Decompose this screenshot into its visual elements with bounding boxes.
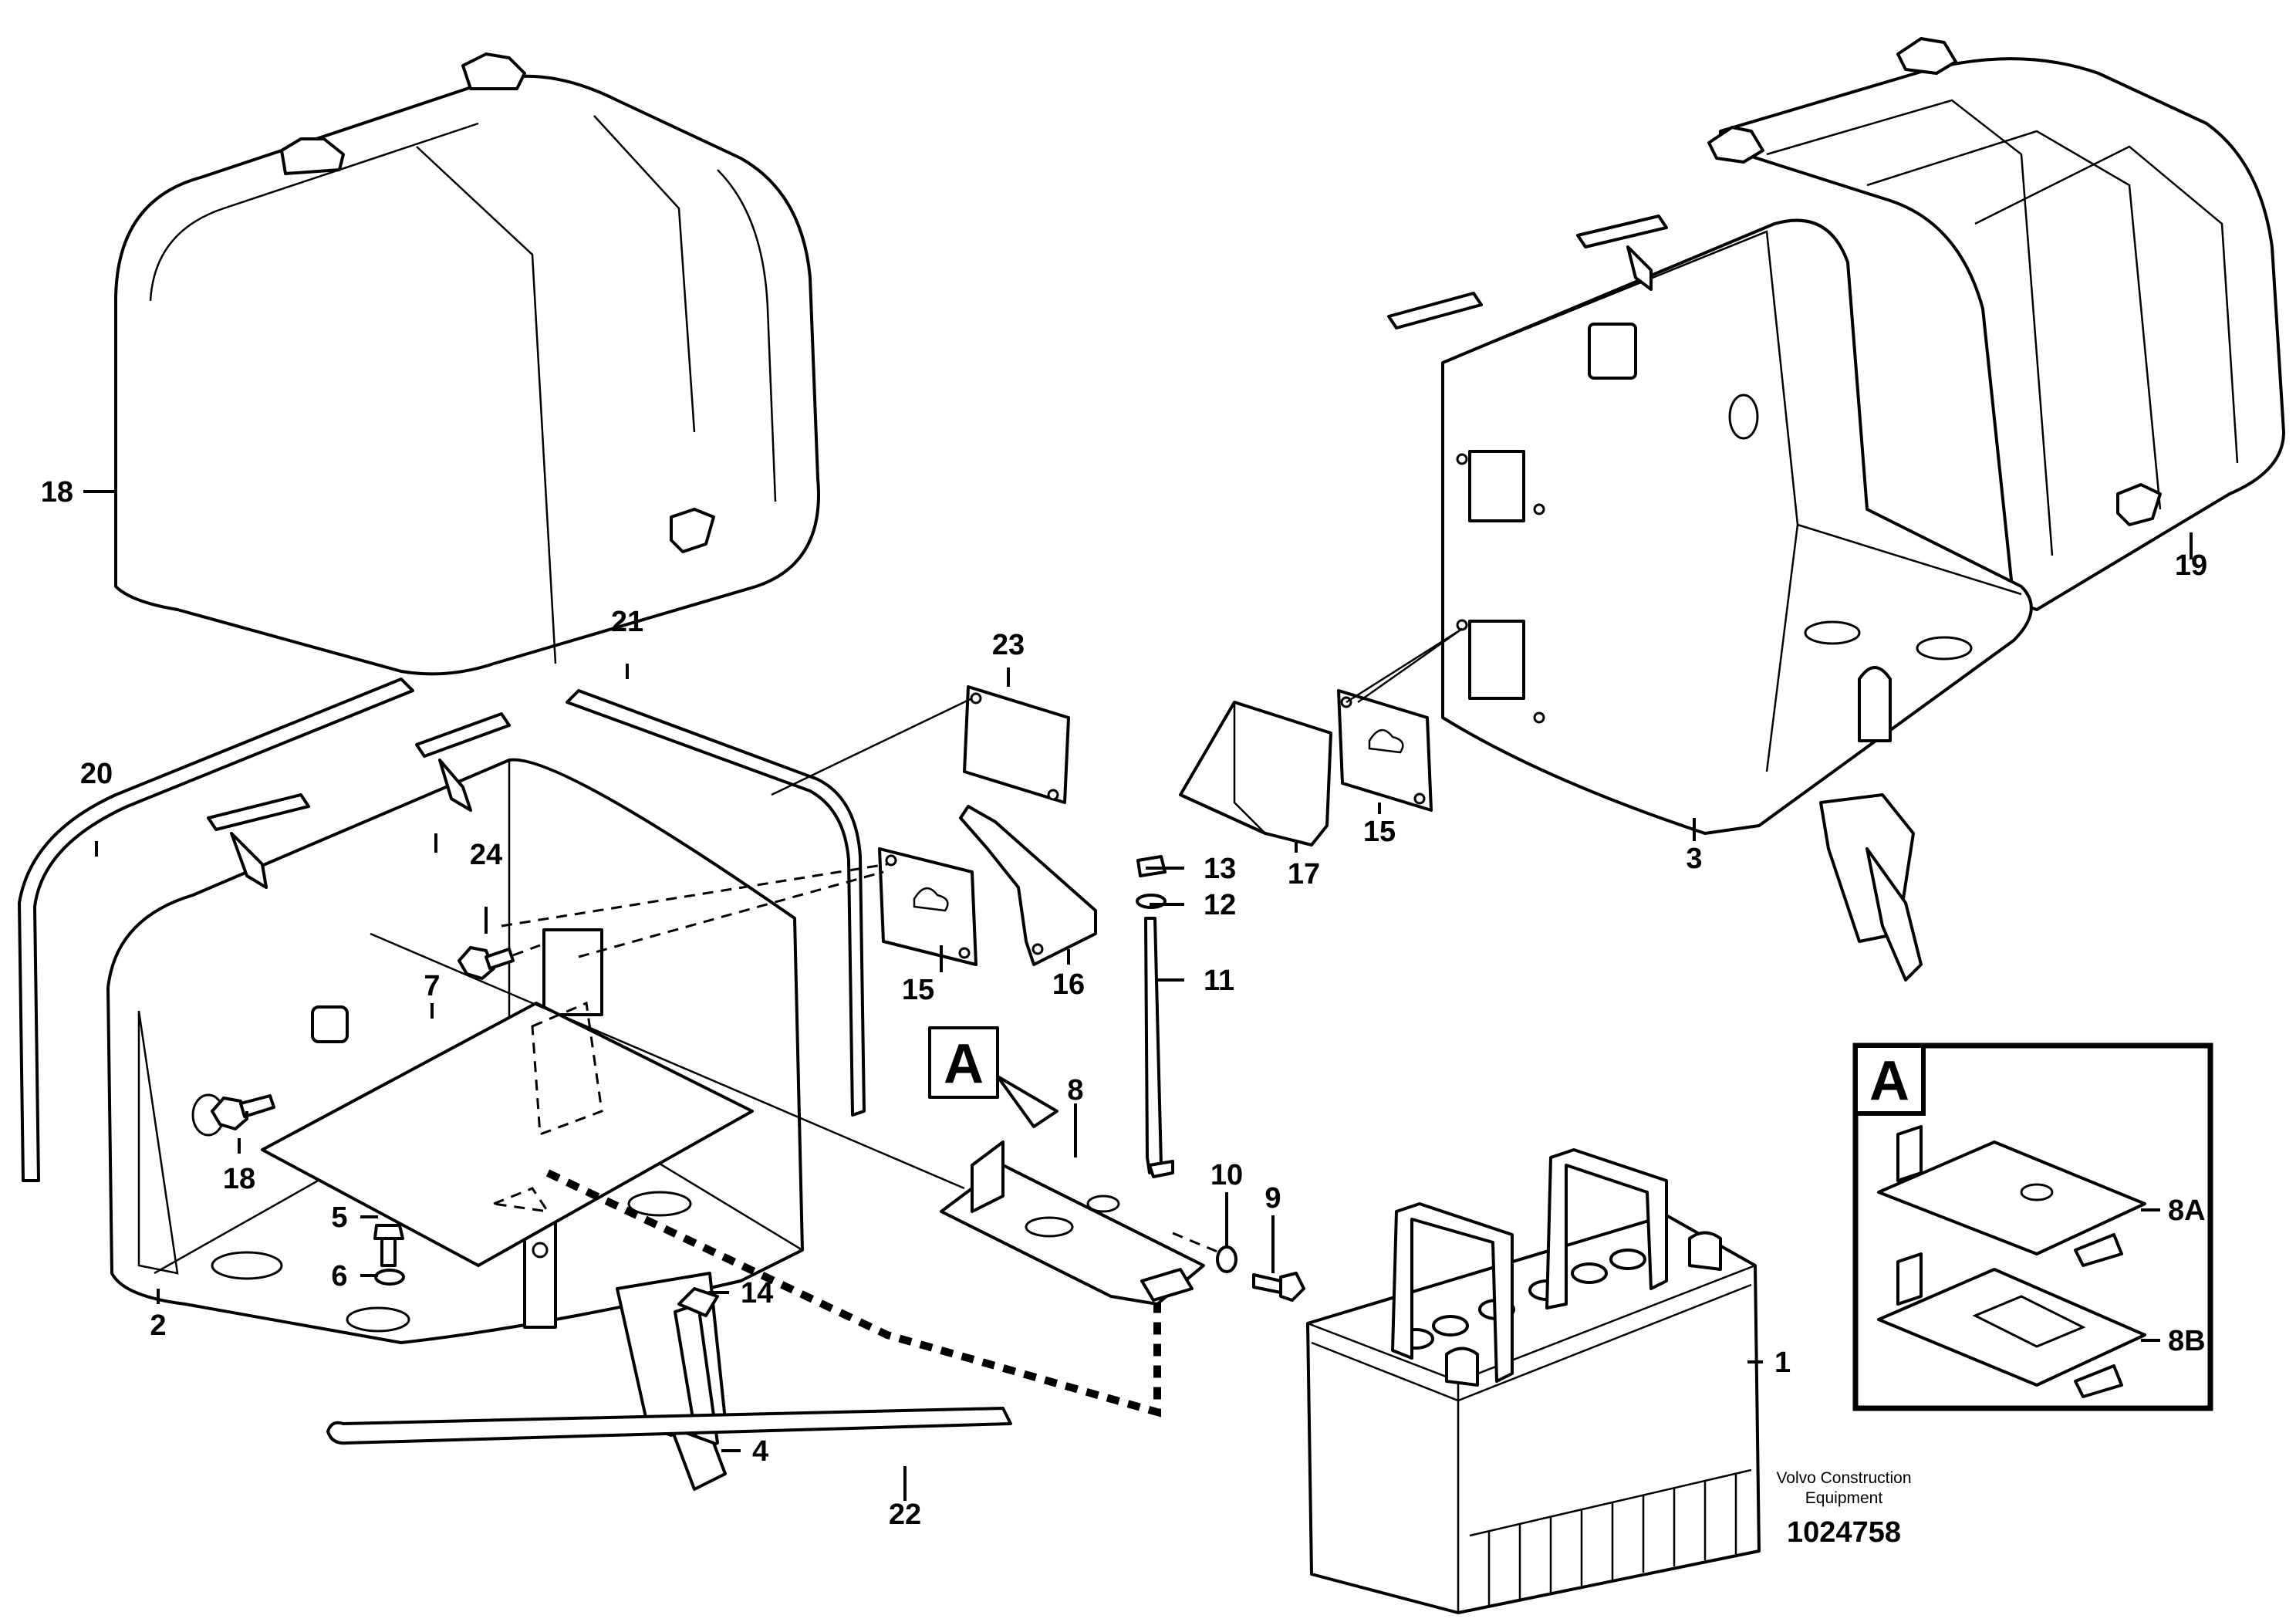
callout-21: 20	[80, 758, 113, 790]
callout-13: 13	[1204, 853, 1236, 885]
callout-20: 19	[2175, 549, 2207, 582]
callout-3: 3	[1686, 843, 1702, 875]
leader-dashed-1	[501, 863, 888, 928]
callout-15-left: 15	[902, 974, 934, 1006]
callout-5: 5	[331, 1201, 347, 1234]
callout-7: 7	[424, 970, 440, 1002]
nut-13	[1136, 855, 1167, 877]
callout-8: 8	[1067, 1074, 1083, 1107]
washer-6	[374, 1269, 405, 1286]
bracket-16	[959, 805, 1097, 966]
callout-19: 18	[41, 476, 73, 509]
callout-2: 2	[150, 1309, 166, 1342]
detail-box-label: A	[1869, 1050, 1909, 1112]
bolt-9	[1172, 1232, 1305, 1302]
plate-24	[963, 685, 1070, 804]
detail-marker-text: A	[944, 1033, 984, 1095]
leader-dashed-2	[578, 870, 884, 958]
callout-8a: 8A	[2168, 1195, 2206, 1227]
wedge-17	[1179, 701, 1332, 846]
cable-dashed	[545, 1169, 1161, 1418]
detail-marker-a: A	[928, 1026, 1059, 1128]
callout-18: 18	[223, 1163, 255, 1195]
callout-8b: 8B	[2168, 1325, 2206, 1357]
bolt-18	[211, 1094, 275, 1130]
callout-6: 6	[331, 1260, 347, 1293]
callout-10: 10	[1210, 1159, 1243, 1191]
tray-plate-7	[261, 1001, 754, 1267]
company-line-1: Volvo Construction	[1776, 1469, 1911, 1487]
seal-strip-22	[566, 689, 866, 1117]
rod-11	[1144, 917, 1174, 1178]
cover-20	[1707, 37, 2285, 611]
latch-4	[616, 1272, 727, 1491]
cover-plate-15-right	[1337, 689, 1433, 812]
callout-16: 16	[1052, 968, 1085, 1001]
company-line-2: Equipment	[1805, 1489, 1883, 1507]
callout-23: 22	[889, 1499, 921, 1531]
cover-19	[114, 52, 820, 676]
seal-strip-21	[18, 678, 414, 1182]
bolt-5	[373, 1224, 404, 1267]
callout-leaders	[83, 490, 2193, 1501]
callout-14: 14	[741, 1277, 773, 1309]
bracket-8a	[1877, 1125, 2146, 1267]
cover-plate-15-left	[878, 847, 977, 966]
callout-12: 12	[1204, 889, 1236, 921]
callout-labels: 18 19 3 20 21 23 24 7 15 16 15 17 13 12 …	[41, 476, 2207, 1531]
leader-line-4	[1346, 627, 1463, 704]
callout-17: 17	[1288, 858, 1320, 890]
battery-1	[1306, 1148, 1761, 1614]
callout-25: 24	[470, 839, 502, 871]
callout-1: 1	[1774, 1347, 1791, 1379]
callout-11: 11	[1204, 965, 1234, 997]
leader-long-2	[771, 697, 973, 796]
callout-4: 4	[752, 1435, 768, 1468]
bracket-8	[940, 1140, 1205, 1306]
callout-9: 9	[1264, 1182, 1281, 1215]
battery-ribs	[1487, 1475, 1737, 1605]
leader-line-3	[1357, 627, 1463, 704]
bracket-8b	[1877, 1252, 2146, 1398]
bolt-25	[458, 944, 541, 980]
footer: Volvo Construction Equipment 1024758	[1776, 1469, 1911, 1549]
battery-box-3	[1387, 215, 2033, 982]
detail-box-a: A	[1852, 1042, 2213, 1411]
callout-22: 21	[611, 606, 643, 638]
callout-15-right: 15	[1363, 816, 1396, 848]
seal-strip-23	[326, 1407, 1012, 1445]
washer-10	[1216, 1245, 1237, 1273]
callout-24: 23	[992, 629, 1025, 661]
drawing-number: 1024758	[1787, 1516, 1901, 1549]
